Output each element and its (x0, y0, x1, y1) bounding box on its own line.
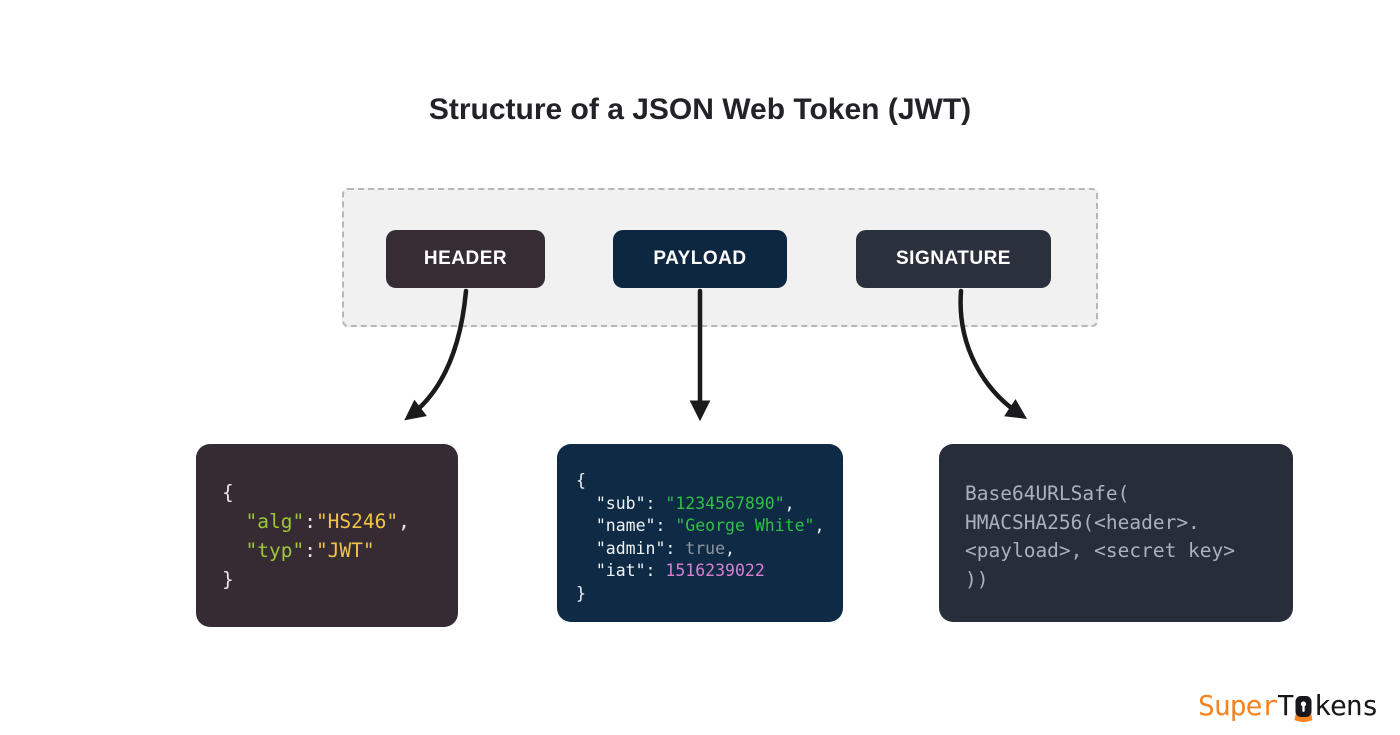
signature-node-label: SIGNATURE (896, 248, 1011, 269)
diagram-node-signature: SIGNATURE (856, 230, 1051, 288)
payload-node-label: PAYLOAD (653, 248, 747, 269)
signature-code-block: Base64URLSafe( HMACSHA256(<header>. <paylo… (939, 444, 1293, 622)
diagram-node-payload: PAYLOAD (613, 230, 787, 288)
code-line: "typ":"JWT" (245, 539, 375, 562)
padlock-icon (1294, 695, 1313, 722)
code-line: "sub": "1234567890", (595, 493, 795, 513)
code-line: )) (965, 567, 989, 591)
code-line: "iat": 1516239022 (595, 561, 765, 580)
logo-text-super: Super (1198, 688, 1278, 722)
header-code-block: { "alg":"HS246", "typ":"JWT"} (196, 444, 458, 627)
code-line: } (576, 583, 586, 603)
logo-text-kens: kens (1314, 688, 1378, 722)
code-line: { (576, 471, 586, 490)
code-line: <payload>, <secret key> (965, 539, 1236, 562)
supertokens-logo: Super T kens (1198, 688, 1379, 722)
payload-code-block: { "sub": "1234567890", "name": "George W… (557, 444, 843, 622)
diagram-node-header: HEADER (386, 230, 545, 288)
code-line: "alg":"HS246", (245, 510, 410, 533)
diagram-title: Structure of a JSON Web Token (JWT) (428, 93, 972, 126)
code-line: "admin": true, (595, 538, 735, 558)
header-node-label: HEADER (423, 248, 508, 269)
code-line: HMACSHA256(<header>. (965, 510, 1200, 534)
code-line: { (222, 481, 234, 504)
code-line: "name": "George White", (595, 516, 825, 535)
code-line: } (222, 568, 234, 591)
code-line: Base64URLSafe( (965, 482, 1130, 505)
logo-text-t: T (1277, 688, 1294, 722)
